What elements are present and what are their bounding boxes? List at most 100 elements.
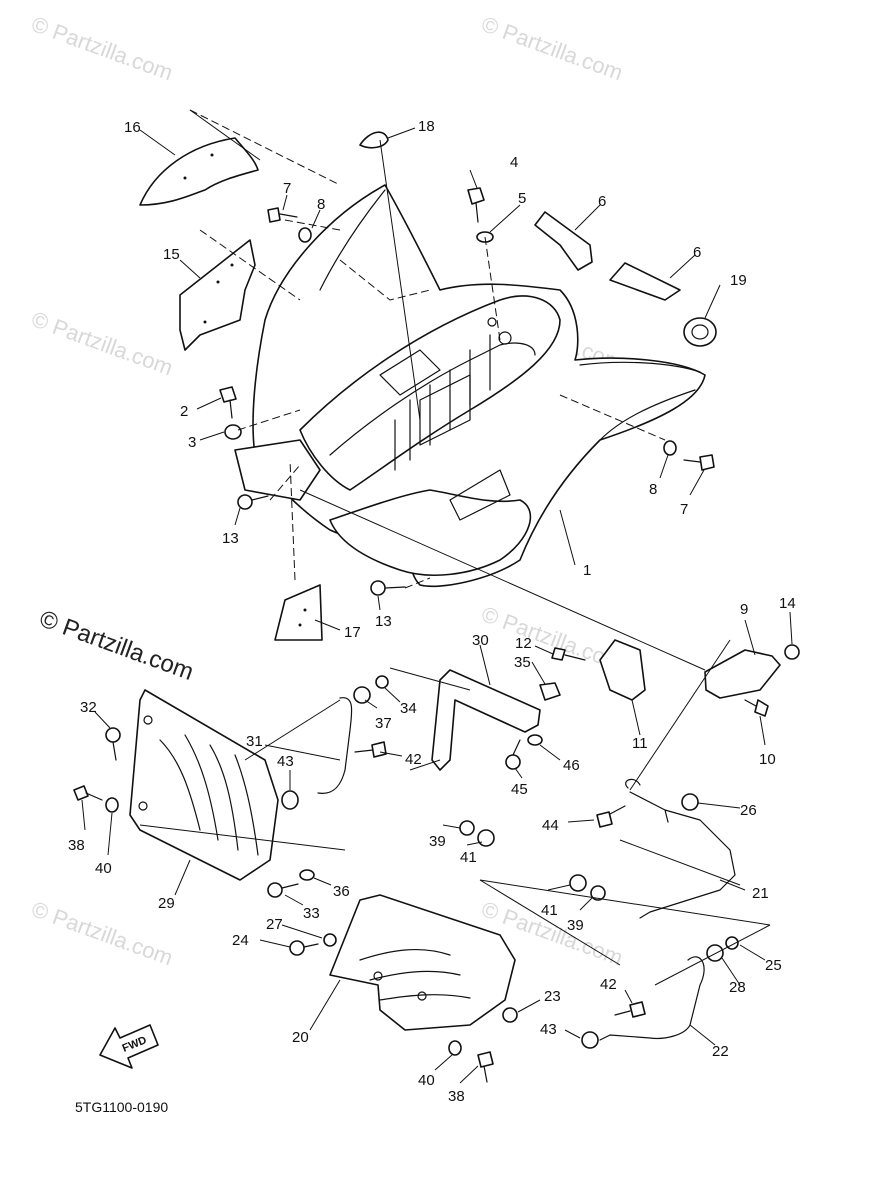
part-6-bracket-a: [534, 211, 593, 271]
drawing-code: 5TG1100-0190: [75, 1099, 168, 1115]
watermark: © Partzilla.com: [28, 306, 176, 380]
callout-43-right: 43: [540, 1021, 557, 1038]
part-40-washer-lower: [448, 1040, 462, 1056]
callout-38-left: 38: [68, 837, 85, 854]
watermark: © Partzilla.com: [478, 11, 626, 85]
part-8-collar-lower: [663, 440, 677, 456]
callout-31: 31: [246, 733, 263, 750]
part-4-bolt: [467, 187, 485, 223]
part-14-nut: [784, 644, 800, 660]
callout-39-right: 39: [567, 917, 584, 934]
part-34-collar: [375, 675, 389, 689]
callout-37: 37: [375, 715, 392, 732]
callout-24: 24: [232, 932, 249, 949]
part-16-flap: [139, 137, 259, 206]
callout-3: 3: [188, 434, 196, 451]
part-30-bracket: [431, 669, 541, 771]
callout-41-right: 41: [541, 902, 558, 919]
part-32-screw: [105, 727, 121, 761]
callout-27: 27: [266, 916, 283, 933]
part-41-nut-middle: [477, 829, 495, 847]
callout-leaders: [81, 127, 793, 1084]
callout-30: 30: [472, 632, 489, 649]
part-8-collar-upper: [298, 227, 312, 243]
part-38-bolt-lower: [477, 1051, 494, 1083]
part-36-washer: [299, 869, 315, 881]
callout-13-left: 13: [222, 530, 239, 547]
callout-4: 4: [510, 154, 518, 171]
part-23-screw: [502, 1007, 518, 1023]
part-17-flap: [274, 584, 323, 641]
part-46-washer: [527, 734, 543, 746]
part-9-bracket: [704, 649, 781, 699]
callout-16: 16: [124, 119, 141, 136]
part-39-collar-middle: [459, 820, 475, 836]
part-42-bolt-right: [614, 1001, 646, 1018]
watermark-prominent: © Partzilla.com: [36, 605, 197, 686]
callout-12: 12: [515, 635, 532, 652]
callout-17: 17: [344, 624, 361, 641]
part-15-plate: [179, 239, 256, 351]
part-19-grommet: [683, 317, 717, 347]
part-18-tab: [359, 131, 389, 149]
part-38-bolt-left: [73, 785, 103, 801]
callout-19: 19: [730, 272, 747, 289]
callout-40-lower: 40: [418, 1072, 435, 1089]
fwd-arrow-icon: FWD: [99, 1024, 159, 1069]
part-12-bolt: [551, 647, 586, 661]
part-37-collar: [353, 686, 371, 704]
callout-5: 5: [518, 190, 526, 207]
part-13-screw-left: [237, 494, 269, 510]
callout-45: 45: [511, 781, 528, 798]
dashed-guides: [189, 109, 666, 589]
part-40-washer-left: [105, 797, 119, 813]
callout-8-lower: 8: [649, 481, 657, 498]
callout-7-upper: 7: [283, 180, 291, 197]
part-44-bolt: [596, 805, 626, 828]
part-20-mud-guard: [329, 894, 516, 1031]
callout-11: 11: [632, 735, 648, 752]
callout-8-upper: 8: [317, 196, 325, 213]
callout-7-lower: 7: [680, 501, 688, 518]
callout-numbers: 1 2 3 4 5 6 6 7 7 8 8 9 10 11 12 13 13 1…: [68, 118, 796, 1105]
callout-28: 28: [729, 979, 746, 996]
callout-44: 44: [542, 817, 559, 834]
part-43-nut-right: [581, 1031, 599, 1049]
callout-29: 29: [158, 895, 175, 912]
part-39-collar-right: [590, 885, 606, 901]
callout-15: 15: [163, 246, 180, 263]
callout-26: 26: [740, 802, 757, 819]
part-13-screw-lower: [370, 580, 406, 596]
callout-32: 32: [80, 699, 97, 716]
part-11-bracket: [599, 639, 646, 701]
part-45-bolt: [505, 739, 521, 770]
part-33-bolt: [267, 882, 299, 898]
callout-46: 46: [563, 757, 580, 774]
callout-9: 9: [740, 601, 748, 618]
part-6-bracket-b: [609, 262, 681, 301]
callout-41-middle: 41: [460, 849, 477, 866]
rear-fender: [234, 184, 706, 588]
part-42-bolt-left: [354, 741, 387, 758]
part-43-nut-left: [281, 790, 299, 810]
callout-18: 18: [418, 118, 435, 135]
callout-35: 35: [514, 654, 531, 671]
part-24-bolt: [289, 940, 319, 956]
part-7-bolt-upper: [267, 207, 298, 223]
watermark: © Partzilla.com: [28, 896, 176, 970]
callout-40-left: 40: [95, 860, 112, 877]
callout-14: 14: [779, 595, 796, 612]
callout-39-middle: 39: [429, 833, 446, 850]
part-2-bolt: [219, 386, 237, 419]
callout-22: 22: [712, 1043, 729, 1060]
callout-6-upper: 6: [598, 193, 606, 210]
callout-10: 10: [759, 751, 776, 768]
part-29-mud-guard: [129, 689, 279, 881]
callout-1: 1: [583, 562, 591, 579]
part-10-bolt: [744, 699, 769, 717]
callout-20: 20: [292, 1029, 309, 1046]
callout-43-left: 43: [277, 753, 294, 770]
callout-36: 36: [333, 883, 350, 900]
callout-6-lower: 6: [693, 244, 701, 261]
